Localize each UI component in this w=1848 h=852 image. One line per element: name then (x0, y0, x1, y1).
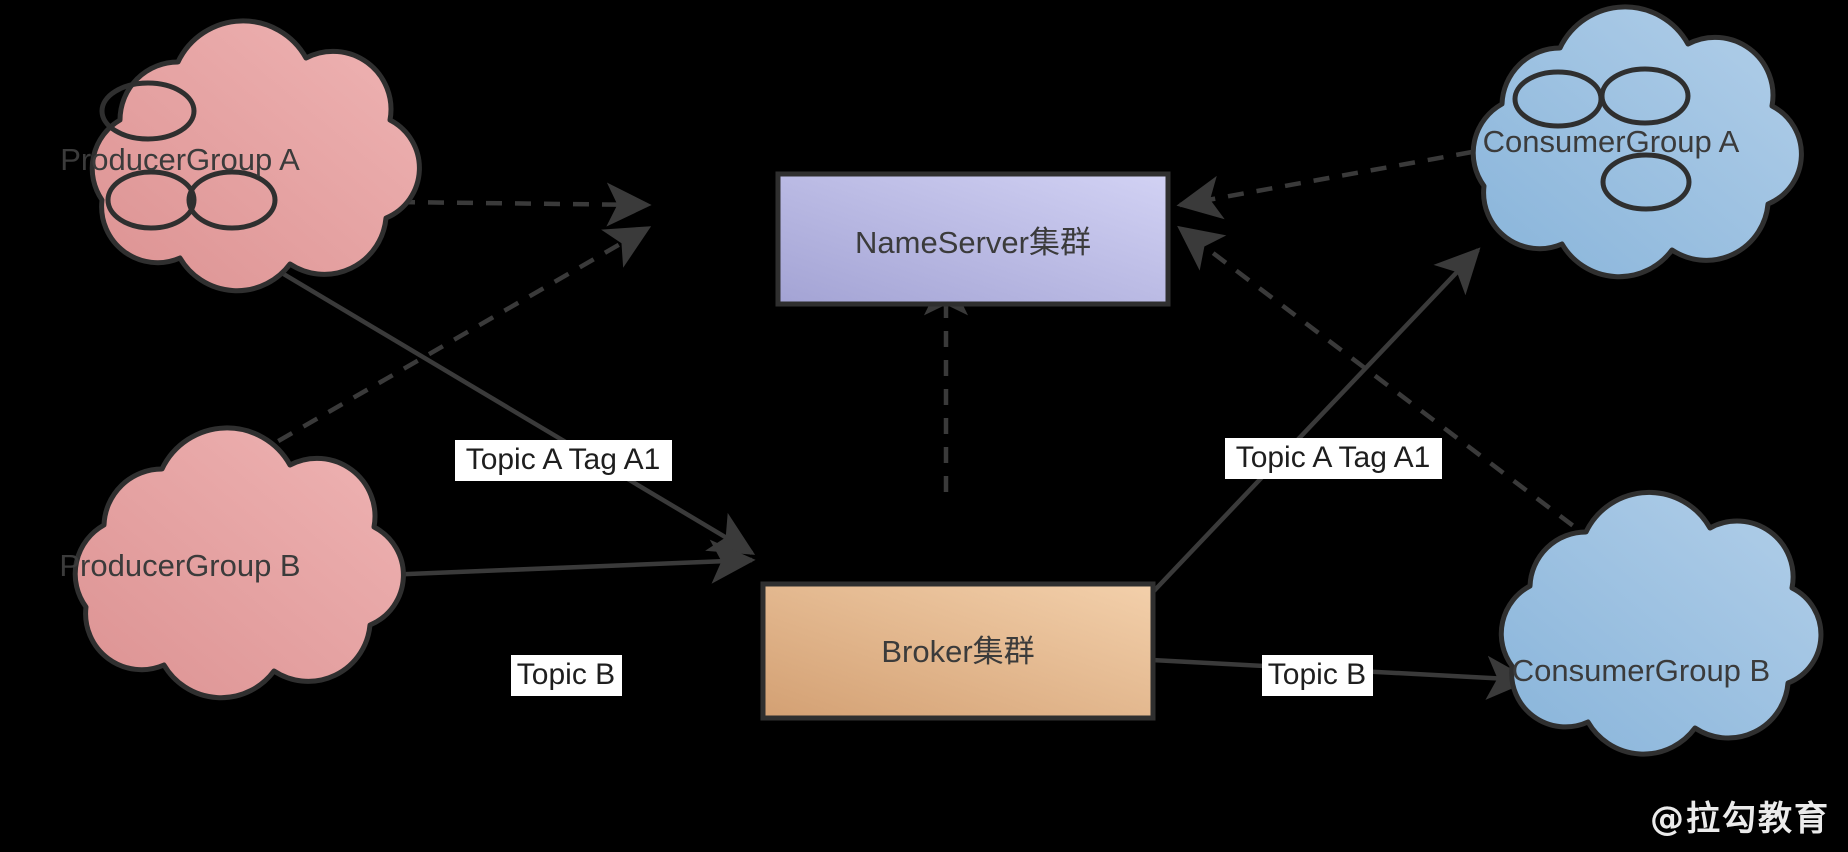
node-producer-group-b[interactable]: ProducerGroup B (59, 425, 406, 701)
consumer-a-instance-3 (1600, 152, 1692, 212)
edge-consumer-b-to-nameserver[interactable] (1177, 225, 1644, 580)
edge-label-topic-b-left-bg (511, 655, 622, 696)
edge-label-topic-b-left[interactable]: Topic B (511, 655, 622, 696)
producer-a-instance-3 (186, 169, 278, 231)
edge-label-topic-b-right-bg (1262, 655, 1373, 696)
edge-broker-to-consumer-a[interactable] (1150, 247, 1481, 595)
producer-a-label: ProducerGroup A (60, 142, 300, 177)
edge-label-topic-a-right-text: Topic A Tag A1 (1236, 441, 1431, 474)
consumer-a-instance-2 (1599, 66, 1691, 126)
edge-label-topic-a-right-bg (1225, 438, 1442, 479)
broker-box (760, 581, 1156, 721)
edge-label-topic-a-right[interactable]: Topic A Tag A1 (1225, 438, 1442, 479)
producer-a-instance-1 (99, 80, 197, 142)
producer-a-instance-2 (105, 169, 197, 231)
edge-label-topic-b-right[interactable]: Topic B (1262, 655, 1373, 696)
consumer-a-label: ConsumerGroup A (1483, 124, 1740, 159)
node-broker-cluster[interactable]: Broker集群 (760, 581, 1156, 721)
edge-label-topic-a-left-text: Topic A Tag A1 (466, 443, 661, 476)
edge-label-topic-b-left-text: Topic B (517, 658, 615, 691)
edge-producer-b-to-nameserver[interactable] (226, 226, 652, 472)
nameserver-label: NameServer集群 (855, 225, 1091, 260)
node-consumer-group-b[interactable]: ConsumerGroup B (1498, 489, 1824, 757)
watermark: @拉勾教育 (1650, 799, 1830, 839)
producer-b-cloud-shape (72, 425, 406, 701)
edge-label-topic-a-left-bg (455, 440, 672, 481)
node-producer-group-a[interactable]: ProducerGroup A (60, 18, 422, 294)
edge-producer-a-to-broker[interactable] (211, 230, 756, 555)
producer-b-label: ProducerGroup B (59, 548, 300, 583)
edge-label-topic-b-right-text: Topic B (1268, 658, 1366, 691)
node-consumer-group-a[interactable]: ConsumerGroup A (1470, 4, 1804, 280)
node-nameserver-cluster[interactable]: NameServer集群 (775, 171, 1171, 307)
consumer-b-label: ConsumerGroup B (1512, 653, 1770, 688)
consumer-b-cloud-shape (1498, 489, 1824, 757)
broker-label: Broker集群 (881, 634, 1034, 669)
edge-label-topic-a-left[interactable]: Topic A Tag A1 (455, 440, 672, 481)
edge-consumer-a-to-nameserver[interactable] (1176, 149, 1473, 220)
nameserver-box (775, 171, 1171, 307)
